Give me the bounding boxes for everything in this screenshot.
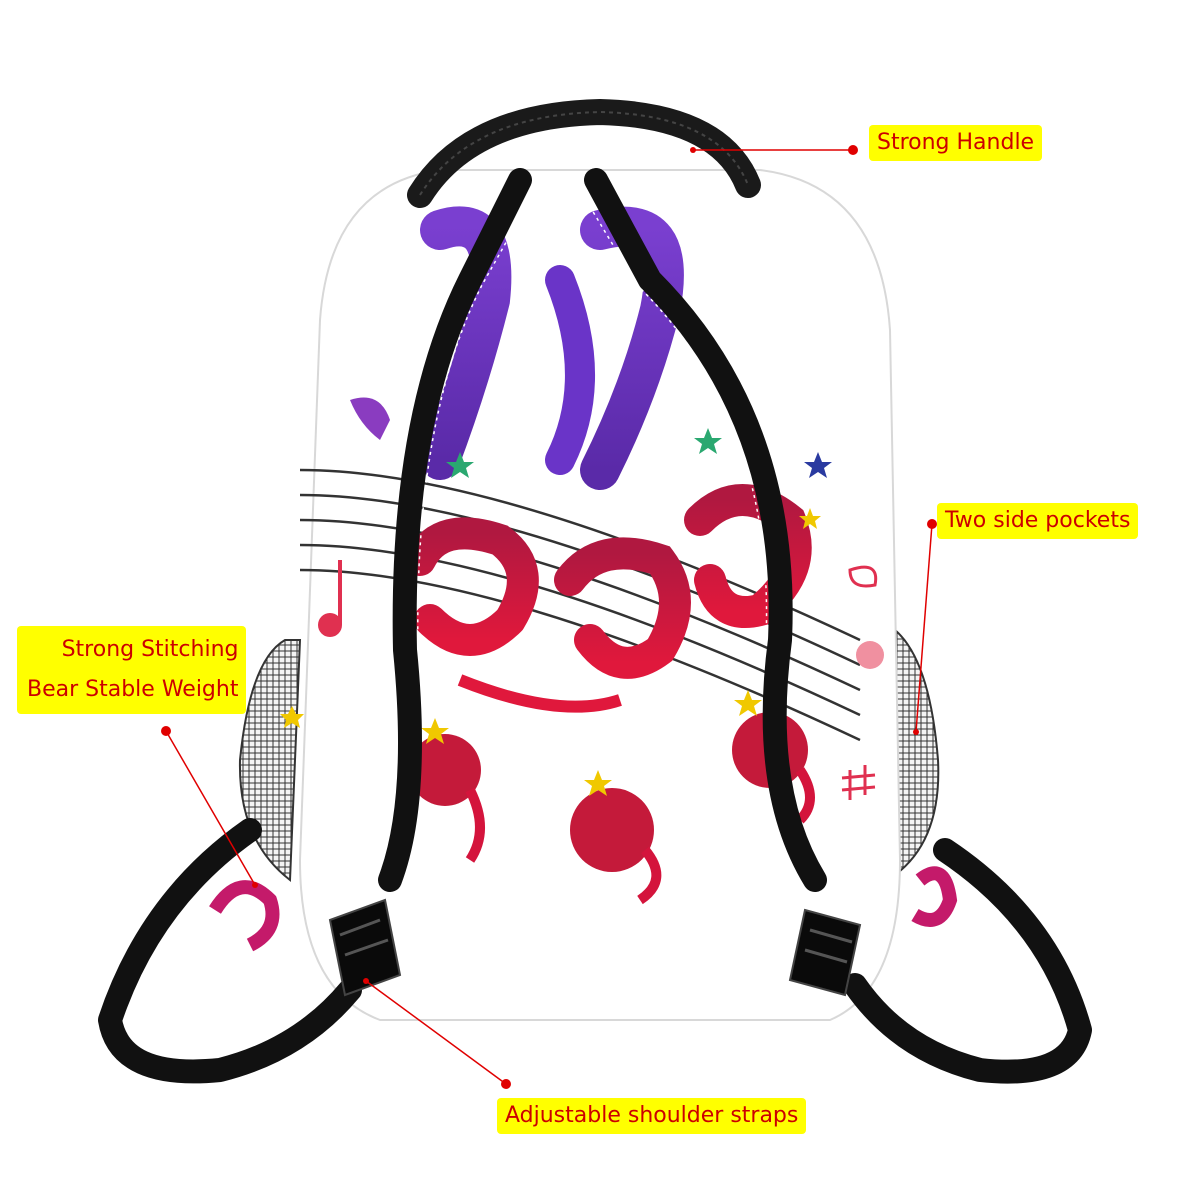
strap-buckles xyxy=(328,898,862,997)
callout-side-pockets: Two side pockets xyxy=(937,503,1139,539)
callout-strong-stitching: Strong Stitching Bear Stable Weight xyxy=(17,626,247,714)
callout-stitching-line1: Strong Stitching xyxy=(61,637,239,662)
staff-lines xyxy=(299,468,861,742)
backpack-body xyxy=(298,169,902,1021)
callout-adjustable-straps: Adjustable shoulder straps xyxy=(497,1098,807,1134)
callout-stitching-line2: Bear Stable Weight xyxy=(27,677,239,702)
star-icon xyxy=(280,428,832,796)
handle xyxy=(407,98,761,208)
callout-strong-handle: Strong Handle xyxy=(869,125,1043,161)
shoulder-straps xyxy=(98,168,1092,1084)
callout-leaders xyxy=(165,149,933,1085)
